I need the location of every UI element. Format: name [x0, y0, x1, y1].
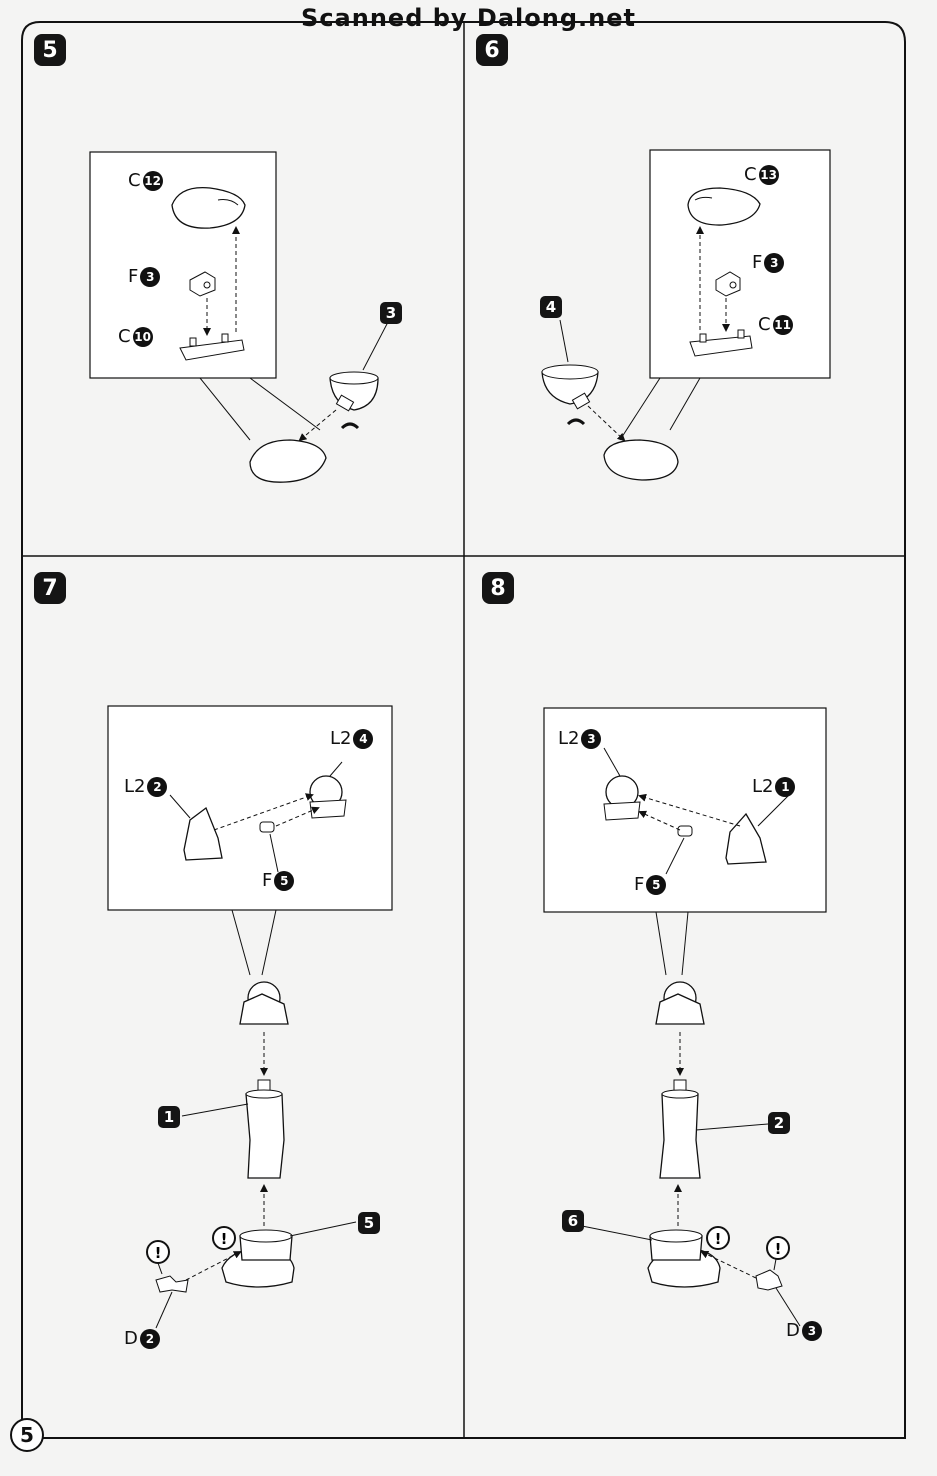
step-8-number: 8: [482, 572, 514, 604]
step5-diagram: [89, 151, 389, 483]
page-number: 5: [10, 1418, 44, 1452]
subassembly-callout: 6: [562, 1210, 584, 1232]
subassembly-callout: 4: [540, 296, 562, 318]
subassembly-callout: 1: [158, 1106, 180, 1128]
svg-text:!: !: [715, 1230, 722, 1248]
caution-icon: !: [706, 1226, 730, 1250]
subassembly-callout: 3: [380, 302, 402, 324]
caution-icon: !: [212, 1226, 236, 1250]
step6-diagram: [541, 149, 831, 481]
svg-text:!: !: [775, 1240, 782, 1258]
step-5-number: 5: [34, 34, 66, 66]
subassembly-callout: 5: [358, 1212, 380, 1234]
caution-icon: !: [146, 1240, 170, 1275]
svg-text:!: !: [221, 1230, 228, 1248]
step8-diagram: ! !: [543, 707, 827, 1327]
step7-diagram: ! !: [107, 705, 393, 1329]
caution-icon: !: [766, 1236, 790, 1271]
step-6-number: 6: [476, 34, 508, 66]
svg-text:!: !: [155, 1244, 162, 1262]
subassembly-callout: 2: [768, 1112, 790, 1134]
step-7-number: 7: [34, 572, 66, 604]
scan-watermark: Scanned by Dalong.net: [0, 4, 937, 32]
